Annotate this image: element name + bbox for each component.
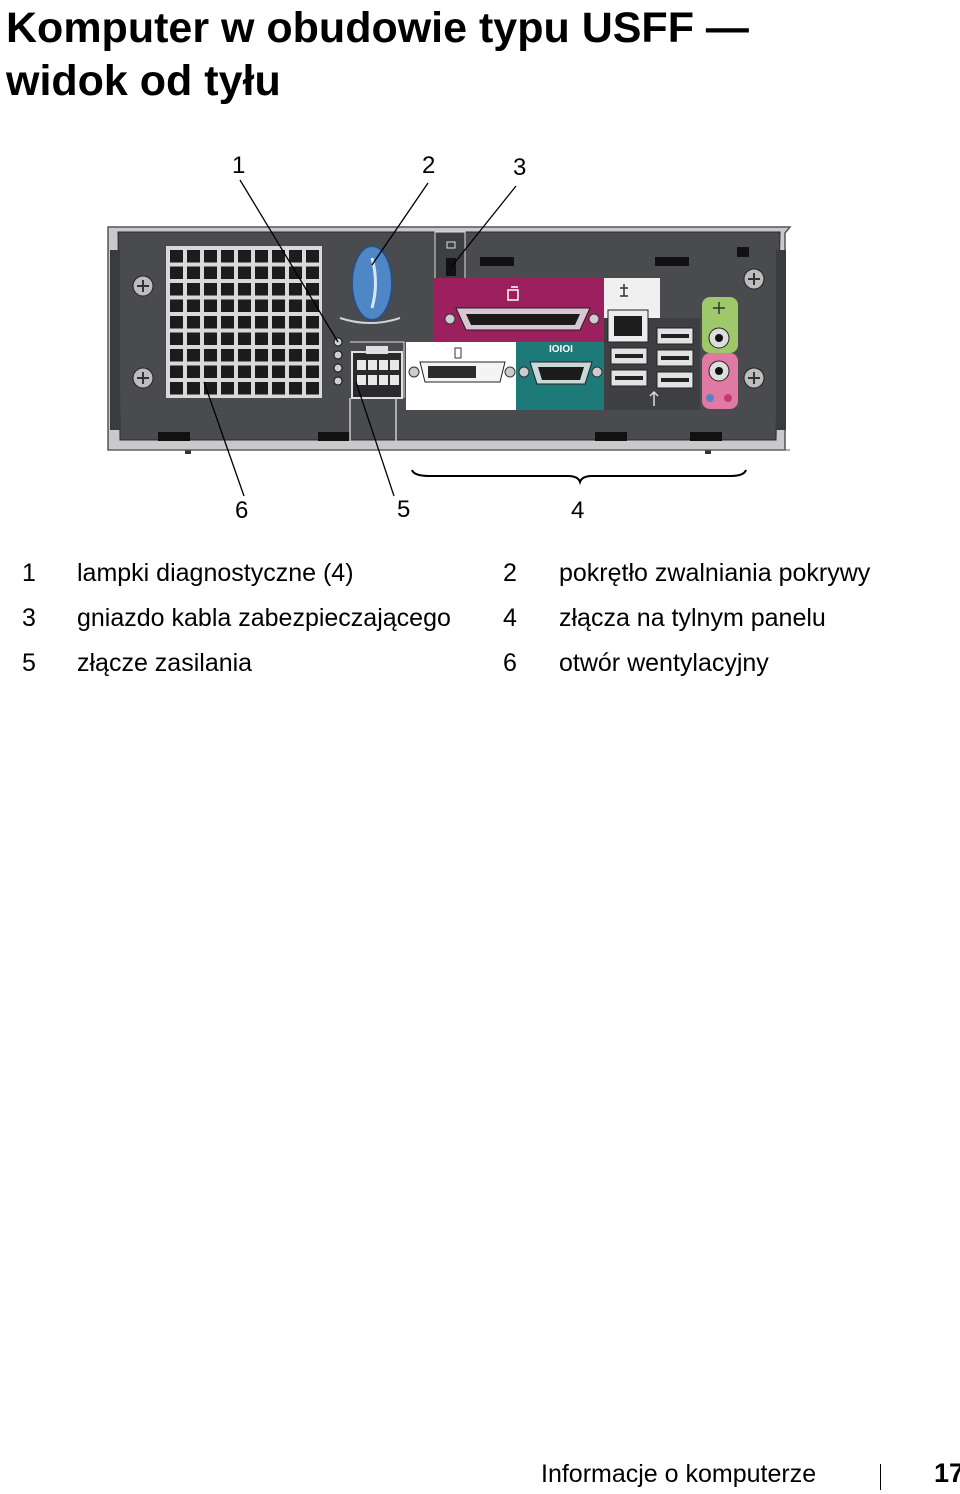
footer-divider bbox=[880, 1464, 881, 1490]
audio-ports bbox=[702, 297, 738, 409]
ventilation-grille bbox=[166, 246, 322, 398]
diagnostic-lights bbox=[333, 337, 343, 386]
page-number: 17 bbox=[934, 1458, 960, 1488]
legend-text: otwór wentylacyjny bbox=[559, 649, 769, 677]
footer-section-title: Informacje o komputerze bbox=[541, 1460, 817, 1488]
legend-num: 2 bbox=[503, 559, 517, 587]
connectors-brace bbox=[411, 469, 747, 486]
callout-1: 1 bbox=[232, 152, 245, 179]
legend-text: gniazdo kabla zabezpieczającego bbox=[77, 604, 451, 632]
leader-lines bbox=[203, 179, 517, 497]
title-line-1: Komputer w obudowie typu USFF — bbox=[6, 4, 749, 52]
parallel-port bbox=[434, 278, 604, 342]
callout-4: 4 bbox=[571, 497, 584, 524]
power-connector bbox=[349, 341, 405, 445]
serial-port: IOIOI bbox=[516, 342, 604, 410]
computer-rear-illustration: IOIOI bbox=[107, 152, 792, 524]
screw-icon bbox=[132, 268, 765, 389]
legend-num: 1 bbox=[22, 559, 36, 587]
release-knob-icon bbox=[339, 245, 401, 324]
legend-num: 6 bbox=[503, 649, 517, 677]
legend-text: złącza na tylnym panelu bbox=[559, 604, 826, 632]
title-line-2: widok od tyłu bbox=[6, 57, 281, 105]
svg-text:IOIOI: IOIOI bbox=[549, 344, 573, 355]
legend-num: 3 bbox=[22, 604, 36, 632]
legend-text: pokrętło zwalniania pokrywy bbox=[559, 559, 871, 587]
legend-text: lampki diagnostyczne (4) bbox=[77, 559, 354, 587]
dvi-port bbox=[406, 342, 516, 410]
callout-6: 6 bbox=[235, 497, 248, 524]
callout-5: 5 bbox=[397, 496, 410, 523]
legend-num: 4 bbox=[503, 604, 517, 632]
legend-num: 5 bbox=[22, 649, 36, 677]
rear-view-figure: IOIOI bbox=[0, 130, 960, 530]
network-usb-panel bbox=[604, 278, 700, 410]
page-title: Komputer w obudowie typu USFF — widok od… bbox=[6, 2, 749, 108]
callout-2: 2 bbox=[422, 152, 435, 179]
callout-3: 3 bbox=[513, 154, 526, 181]
page-footer: Informacje o komputerze 17 bbox=[0, 1458, 960, 1494]
legend-text: złącze zasilania bbox=[77, 649, 253, 677]
